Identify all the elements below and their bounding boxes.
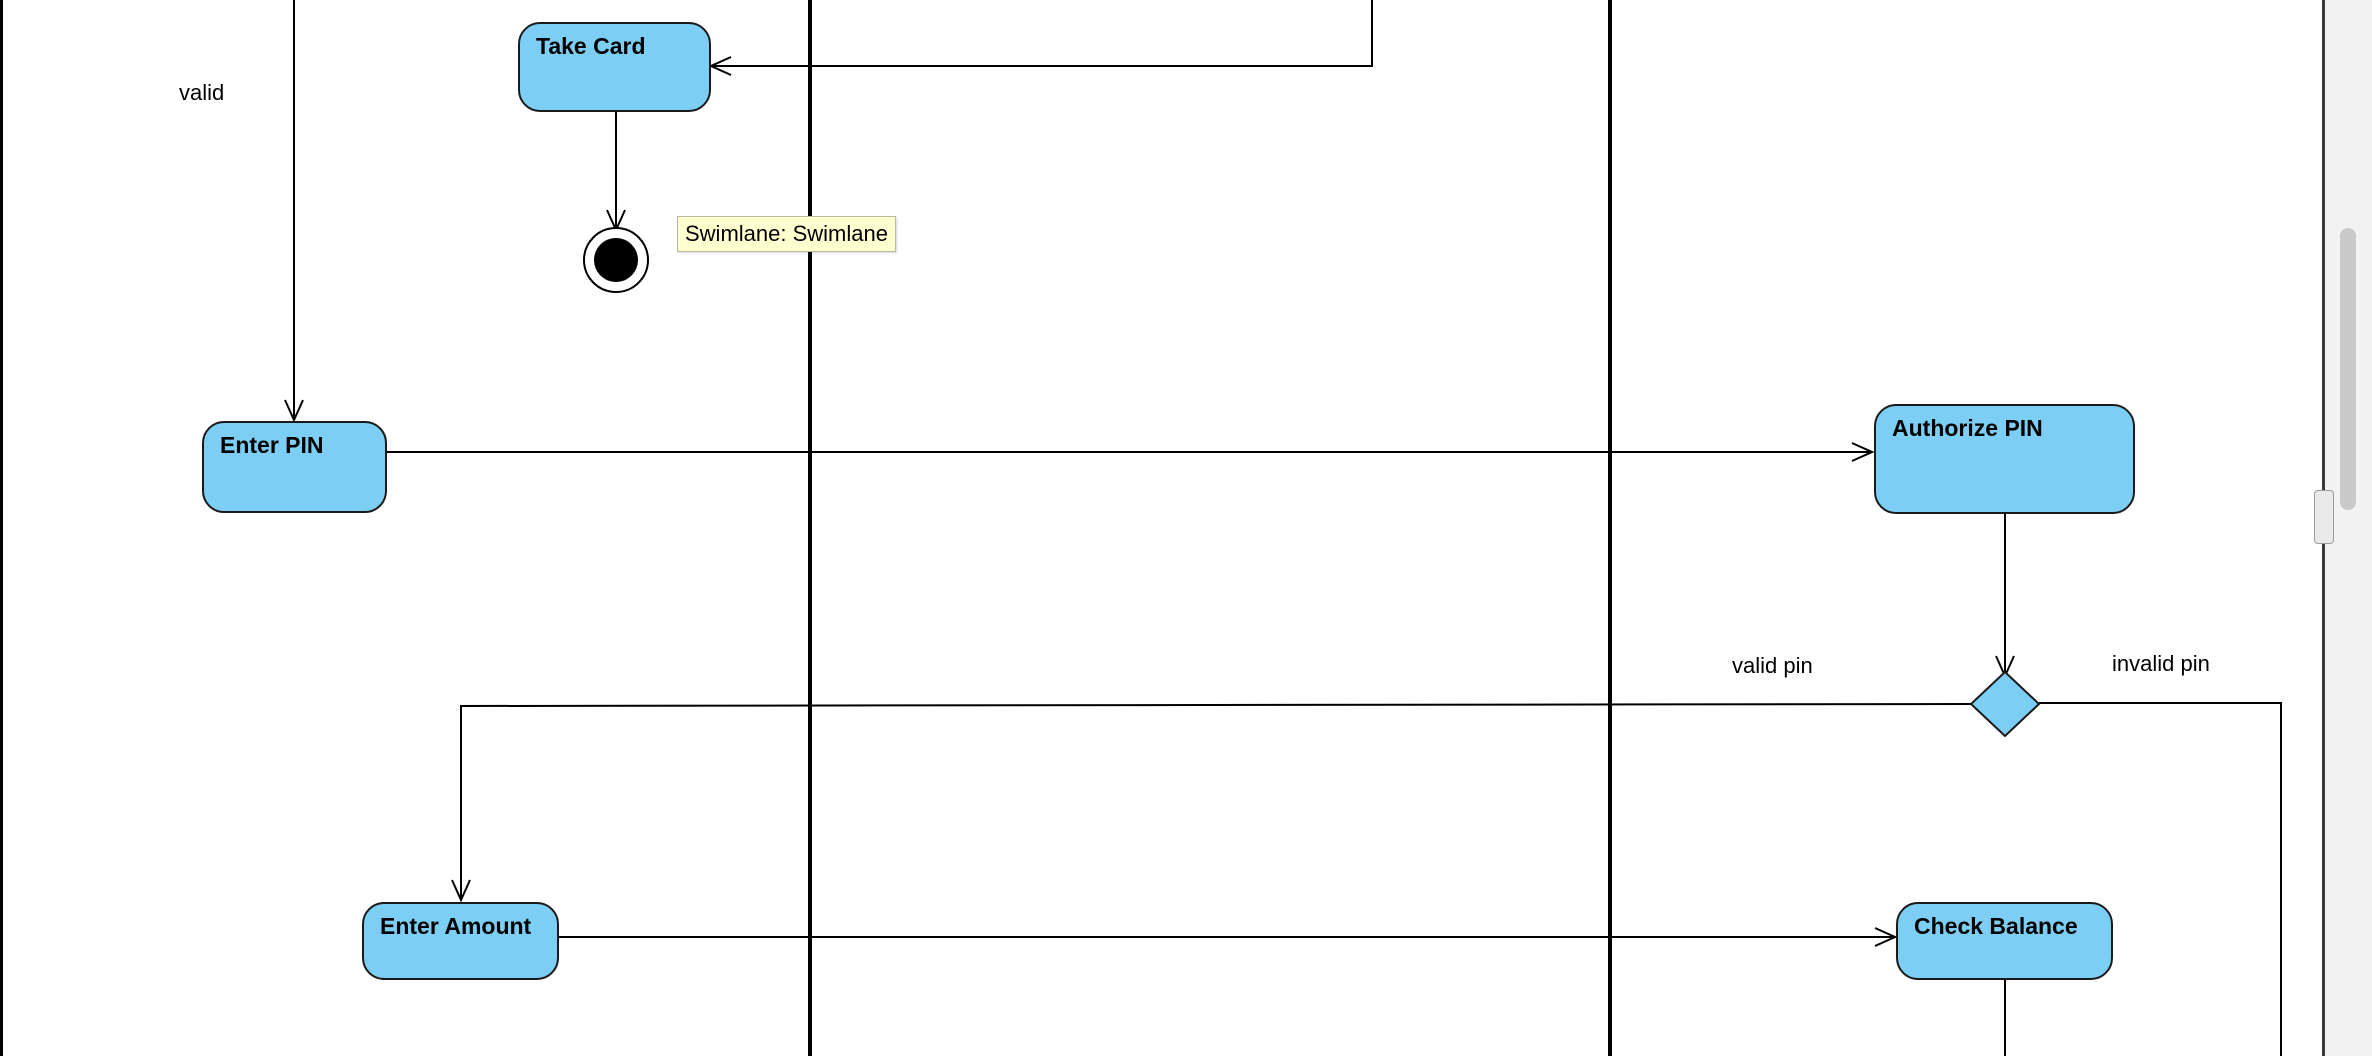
- flow-valid-pin-to-enter-amount[interactable]: [461, 703, 1972, 900]
- enter-pin-node[interactable]: Enter PIN: [202, 421, 387, 513]
- panel-resize-handle[interactable]: [2314, 490, 2334, 544]
- authorize-pin-node[interactable]: Authorize PIN: [1874, 404, 2135, 514]
- decision-node[interactable]: [1969, 670, 2041, 738]
- swimlane-tooltip: Swimlane: Swimlane: [677, 216, 896, 252]
- take-card-node[interactable]: Take Card: [518, 22, 711, 112]
- vertical-scrollbar-thumb[interactable]: [2340, 228, 2356, 510]
- label-valid-pin: valid pin: [1732, 653, 1813, 678]
- check-balance-node[interactable]: Check Balance: [1896, 902, 2113, 980]
- enter-amount-node[interactable]: Enter Amount: [362, 902, 559, 980]
- flow-into-take-card[interactable]: [711, 0, 1373, 66]
- flow-invalid-pin[interactable]: [2039, 702, 2282, 1056]
- label-invalid-pin: invalid pin: [2112, 651, 2210, 676]
- label-valid: valid: [179, 80, 225, 105]
- final-node[interactable]: [583, 227, 649, 293]
